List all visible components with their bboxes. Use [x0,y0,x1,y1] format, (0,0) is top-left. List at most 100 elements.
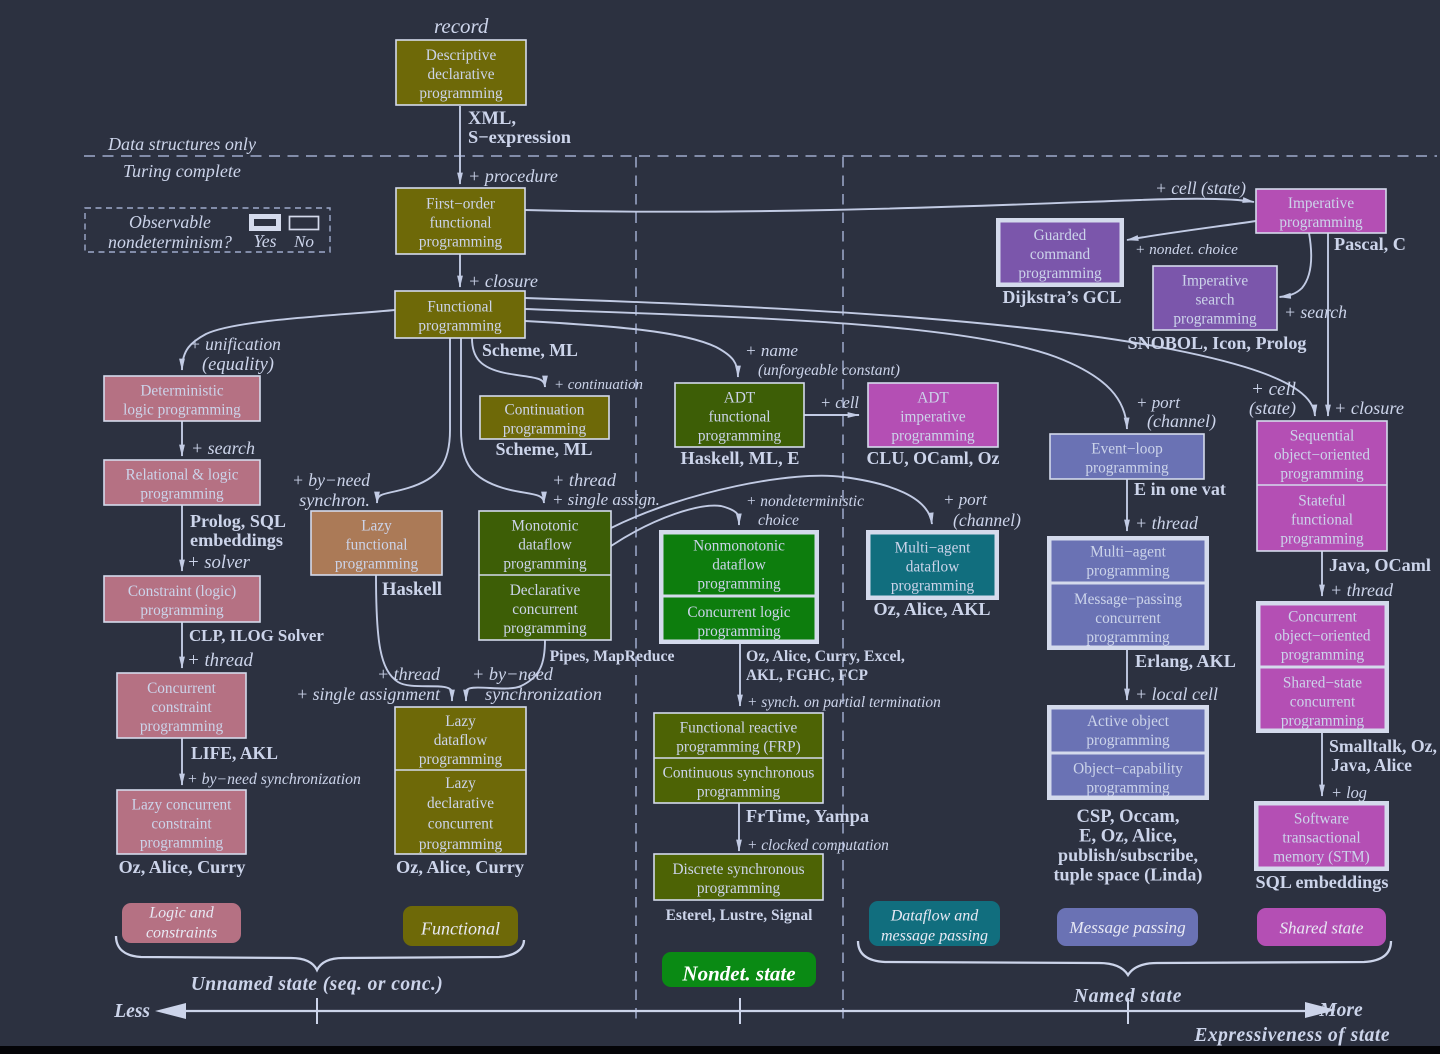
svg-text:+ thread: + thread [377,664,441,684]
svg-text:programming: programming [891,427,975,444]
svg-text:Java, OCaml: Java, OCaml [1329,555,1431,575]
svg-text:constraint: constraint [151,815,212,832]
svg-text:+ thread: + thread [187,650,254,671]
svg-text:programming: programming [418,317,502,334]
svg-text:Observable: Observable [129,212,211,232]
svg-text:declarative: declarative [427,795,494,812]
svg-text:Prolog, SQL: Prolog, SQL [190,511,286,531]
svg-text:Less: Less [113,1001,150,1022]
svg-text:+ clocked computation: + clocked computation [747,837,889,854]
svg-text:programming: programming [1018,265,1102,282]
svg-text:programming: programming [419,85,503,102]
svg-text:ADT: ADT [917,389,949,406]
svg-text:Active object: Active object [1087,713,1170,730]
svg-text:+ continuation: + continuation [554,377,643,393]
svg-text:Expressiveness of state: Expressiveness of state [1193,1025,1390,1046]
svg-text:programming: programming [140,485,224,502]
svg-text:concurrent: concurrent [1095,610,1161,627]
svg-text:Scheme, ML: Scheme, ML [496,439,593,459]
svg-text:Discrete synchronous: Discrete synchronous [672,861,804,878]
svg-text:+ cell: + cell [1251,379,1296,400]
svg-text:+ nondeterministic: + nondeterministic [746,493,864,510]
svg-text:Stateful: Stateful [1298,492,1346,509]
svg-text:programming: programming [1085,459,1169,476]
svg-text:memory (STM): memory (STM) [1273,848,1369,865]
svg-text:record: record [434,14,489,38]
svg-text:+ by−need: + by−need [472,664,554,684]
svg-text:More: More [1318,1000,1363,1021]
svg-text:CLU, OCaml, Oz: CLU, OCaml, Oz [867,448,1000,468]
svg-text:Continuous synchronous: Continuous synchronous [663,764,815,781]
svg-text:Turing complete: Turing complete [123,161,241,181]
svg-text:programming: programming [1279,214,1363,231]
svg-text:+ thread: + thread [1330,580,1394,600]
svg-text:Monotonic: Monotonic [511,517,578,534]
svg-text:Constraint (logic): Constraint (logic) [128,583,236,600]
svg-text:Functional: Functional [420,919,500,939]
svg-text:functional: functional [708,408,770,425]
svg-text:E in one vat: E in one vat [1134,479,1226,499]
svg-text:Multi−agent: Multi−agent [895,539,972,556]
svg-text:dataflow: dataflow [434,732,488,749]
svg-text:+ by−need: + by−need [292,470,370,490]
svg-text:programming: programming [1281,646,1365,663]
svg-text:Logic and: Logic and [148,905,214,922]
svg-text:Software: Software [1294,810,1349,827]
svg-text:declarative: declarative [427,66,494,83]
svg-text:programming: programming [1173,310,1257,327]
svg-text:+ port: + port [1136,393,1181,412]
svg-text:(channel): (channel) [953,510,1021,530]
svg-text:Scheme, ML: Scheme, ML [482,340,578,360]
svg-text:programming: programming [503,620,587,637]
svg-text:Functional: Functional [427,298,492,315]
svg-text:Haskell, ML, E: Haskell, ML, E [681,448,800,468]
svg-text:dataflow: dataflow [518,536,572,553]
svg-text:programming: programming [697,880,781,897]
svg-text:programming: programming [1086,562,1170,579]
svg-text:programming: programming [1086,732,1170,749]
svg-text:constraints: constraints [146,925,217,942]
svg-text:+ search: + search [1284,302,1347,322]
svg-text:programming: programming [697,623,781,640]
svg-text:tuple space (Linda): tuple space (Linda) [1054,865,1203,886]
svg-text:Esterel, Lustre, Signal: Esterel, Lustre, Signal [666,907,814,924]
svg-text:programming: programming [1086,629,1170,646]
svg-text:search: search [1195,291,1234,308]
svg-text:(equality): (equality) [202,354,274,375]
svg-text:Dijkstra’s GCL: Dijkstra’s GCL [1003,287,1122,307]
svg-text:Yes: Yes [254,231,277,251]
svg-text:AKL, FGHC, FCP: AKL, FGHC, FCP [746,667,868,684]
svg-text:CLP, ILOG Solver: CLP, ILOG Solver [189,626,324,645]
svg-text:Oz, Alice, Curry, Excel,: Oz, Alice, Curry, Excel, [746,648,905,665]
svg-text:ADT: ADT [724,389,756,406]
svg-text:+ nondet. choice: + nondet. choice [1135,241,1238,258]
svg-text:Erlang, AKL: Erlang, AKL [1135,651,1236,671]
svg-text:+ port: + port [943,490,988,509]
svg-text:CSP, Occam,: CSP, Occam, [1077,806,1180,827]
svg-text:+ by−need synchronization: + by−need synchronization [187,771,361,788]
svg-text:(unforgeable constant): (unforgeable constant) [758,362,900,379]
svg-text:E, Oz, Alice,: E, Oz, Alice, [1079,826,1177,847]
svg-text:Concurrent: Concurrent [1288,608,1358,625]
svg-text:+ search: + search [191,438,255,458]
svg-text:programming: programming [697,783,781,800]
svg-text:+ single assign.: + single assign. [552,490,660,509]
svg-text:Object−capability: Object−capability [1073,760,1183,777]
svg-text:programming: programming [419,836,503,853]
svg-text:+ thread: + thread [552,470,617,490]
svg-text:programming: programming [1280,530,1364,547]
svg-text:Pipes, MapReduce: Pipes, MapReduce [550,648,675,665]
svg-text:+ synch. on partial terminatio: + synch. on partial termination [747,694,941,711]
svg-text:programming: programming [140,718,224,735]
svg-text:+ log: + log [1331,783,1367,802]
svg-text:+ procedure: + procedure [468,166,558,186]
svg-text:choice: choice [758,512,799,529]
svg-text:+ cell: + cell [820,393,859,412]
svg-text:+ unification: + unification [189,334,281,354]
svg-text:programming: programming [697,575,781,592]
svg-text:Lazy concurrent: Lazy concurrent [132,796,233,813]
svg-text:+ solver: + solver [187,552,251,573]
svg-text:Shared state: Shared state [1280,919,1364,938]
svg-text:+ single assignment: + single assignment [296,684,441,704]
svg-text:Message−passing: Message−passing [1074,591,1182,608]
